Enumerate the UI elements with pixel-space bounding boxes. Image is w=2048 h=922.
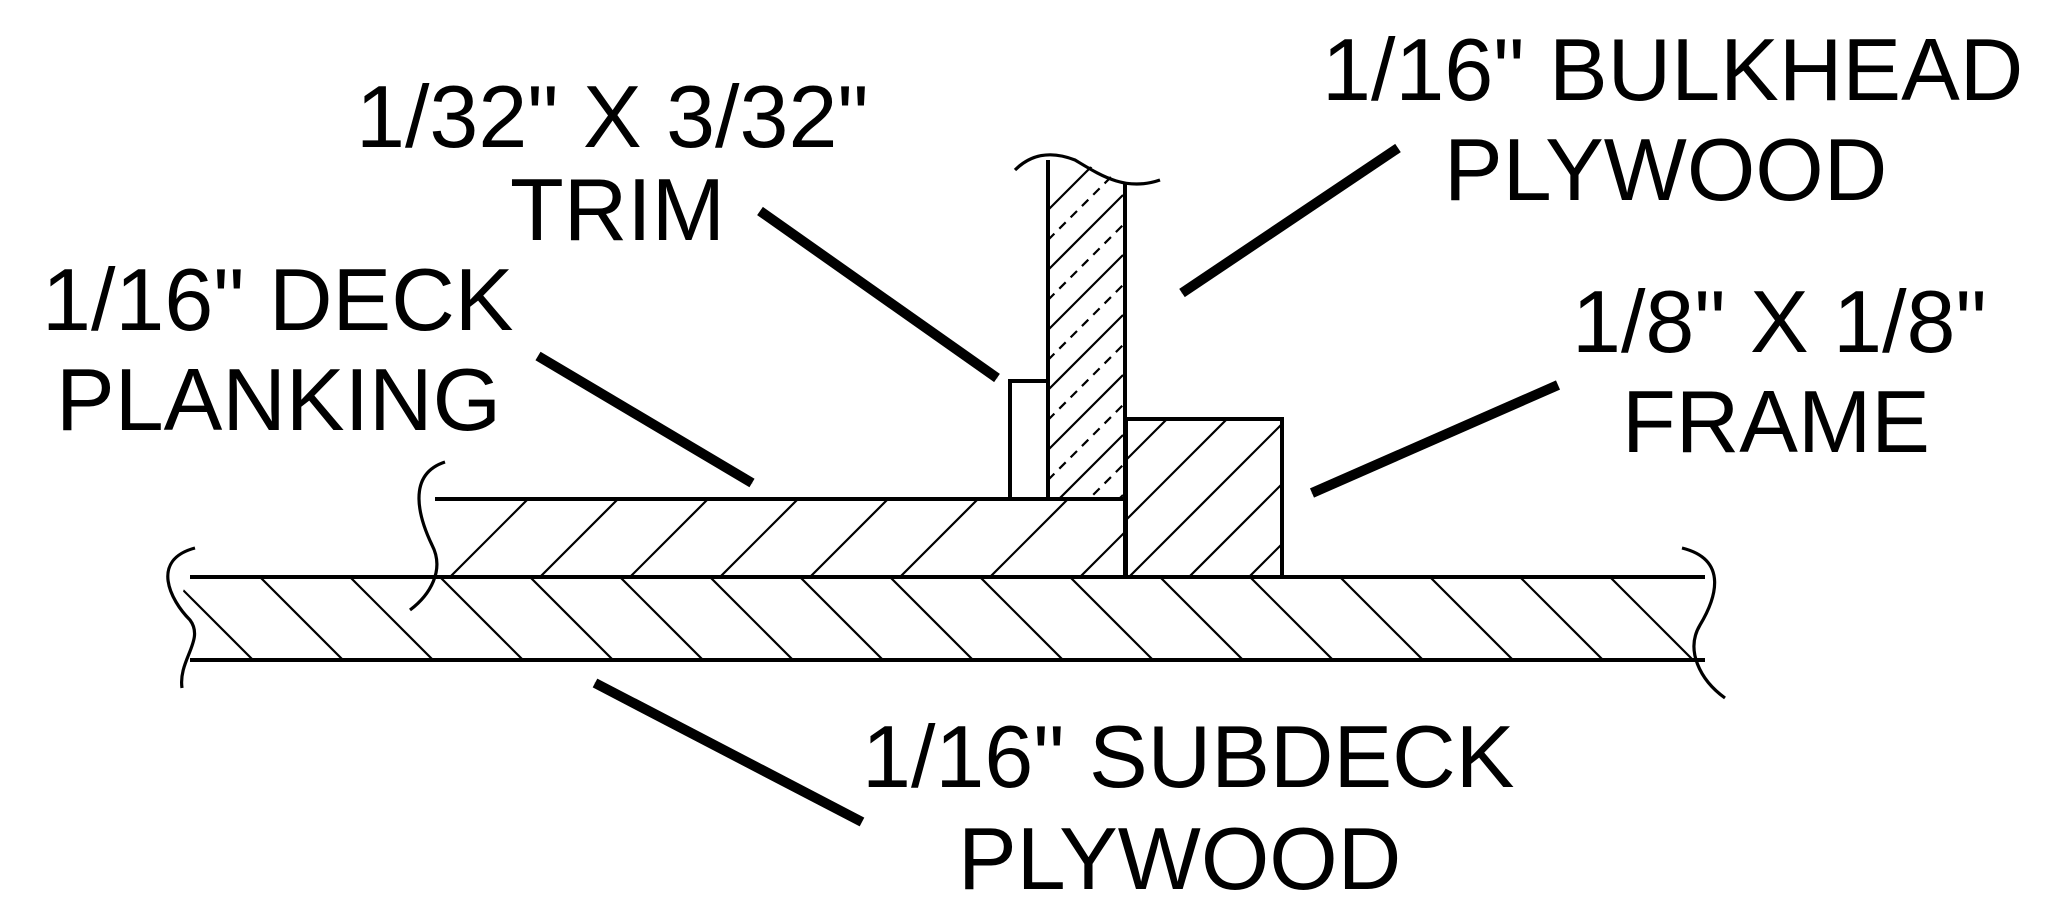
subdeck-label: 1/16" SUBDECK PLYWOOD	[862, 707, 1514, 908]
deck-planking	[409, 460, 1127, 612]
bulkhead-top-break	[1013, 153, 1161, 186]
bulkhead-hatching	[1048, 159, 1123, 499]
subdeck-label-line2: PLYWOOD	[958, 809, 1401, 908]
trim-strip	[1008, 379, 1050, 501]
trim-label-line1: 1/32" X 3/32"	[356, 67, 869, 166]
frame-hatching	[1126, 419, 1282, 577]
bulkhead-label-line1: 1/16" BULKHEAD	[1322, 20, 2023, 119]
subdeck-left-break	[166, 546, 197, 689]
trim-arrow	[757, 206, 1000, 383]
frame-label: 1/8" X 1/8" FRAME	[1572, 272, 1987, 471]
bulkhead-label: 1/16" BULKHEAD PLYWOOD	[1322, 20, 2023, 219]
frame-label-line2: FRAME	[1622, 372, 1930, 471]
subdeck-label-line1: 1/16" SUBDECK	[862, 707, 1514, 806]
planking-outline	[435, 497, 1127, 577]
deck-planking-label-line1: 1/16" DECK	[42, 250, 513, 349]
planking-hatching	[449, 499, 1124, 577]
deck-planking-label: 1/16" DECK PLANKING	[42, 250, 513, 449]
deck-planking-label-line2: PLANKING	[56, 350, 501, 449]
frame-label-line1: 1/8" X 1/8"	[1572, 272, 1987, 371]
subdeck-hatching	[177, 577, 1694, 660]
bulkhead-label-line2: PLYWOOD	[1444, 120, 1887, 219]
trim-label: 1/32" X 3/32" TRIM	[356, 67, 869, 259]
deck-planking-arrow	[535, 351, 755, 488]
subdeck-right-break	[1681, 546, 1726, 700]
bulkhead-arrow	[1179, 143, 1401, 298]
bulkhead-plywood	[1013, 153, 1161, 577]
trim-label-line2: TRIM	[510, 160, 725, 259]
subdeck-plywood	[166, 546, 1726, 700]
subdeck-arrow	[592, 678, 865, 827]
frame-arrow	[1309, 380, 1561, 498]
planking-left-break	[409, 460, 446, 612]
